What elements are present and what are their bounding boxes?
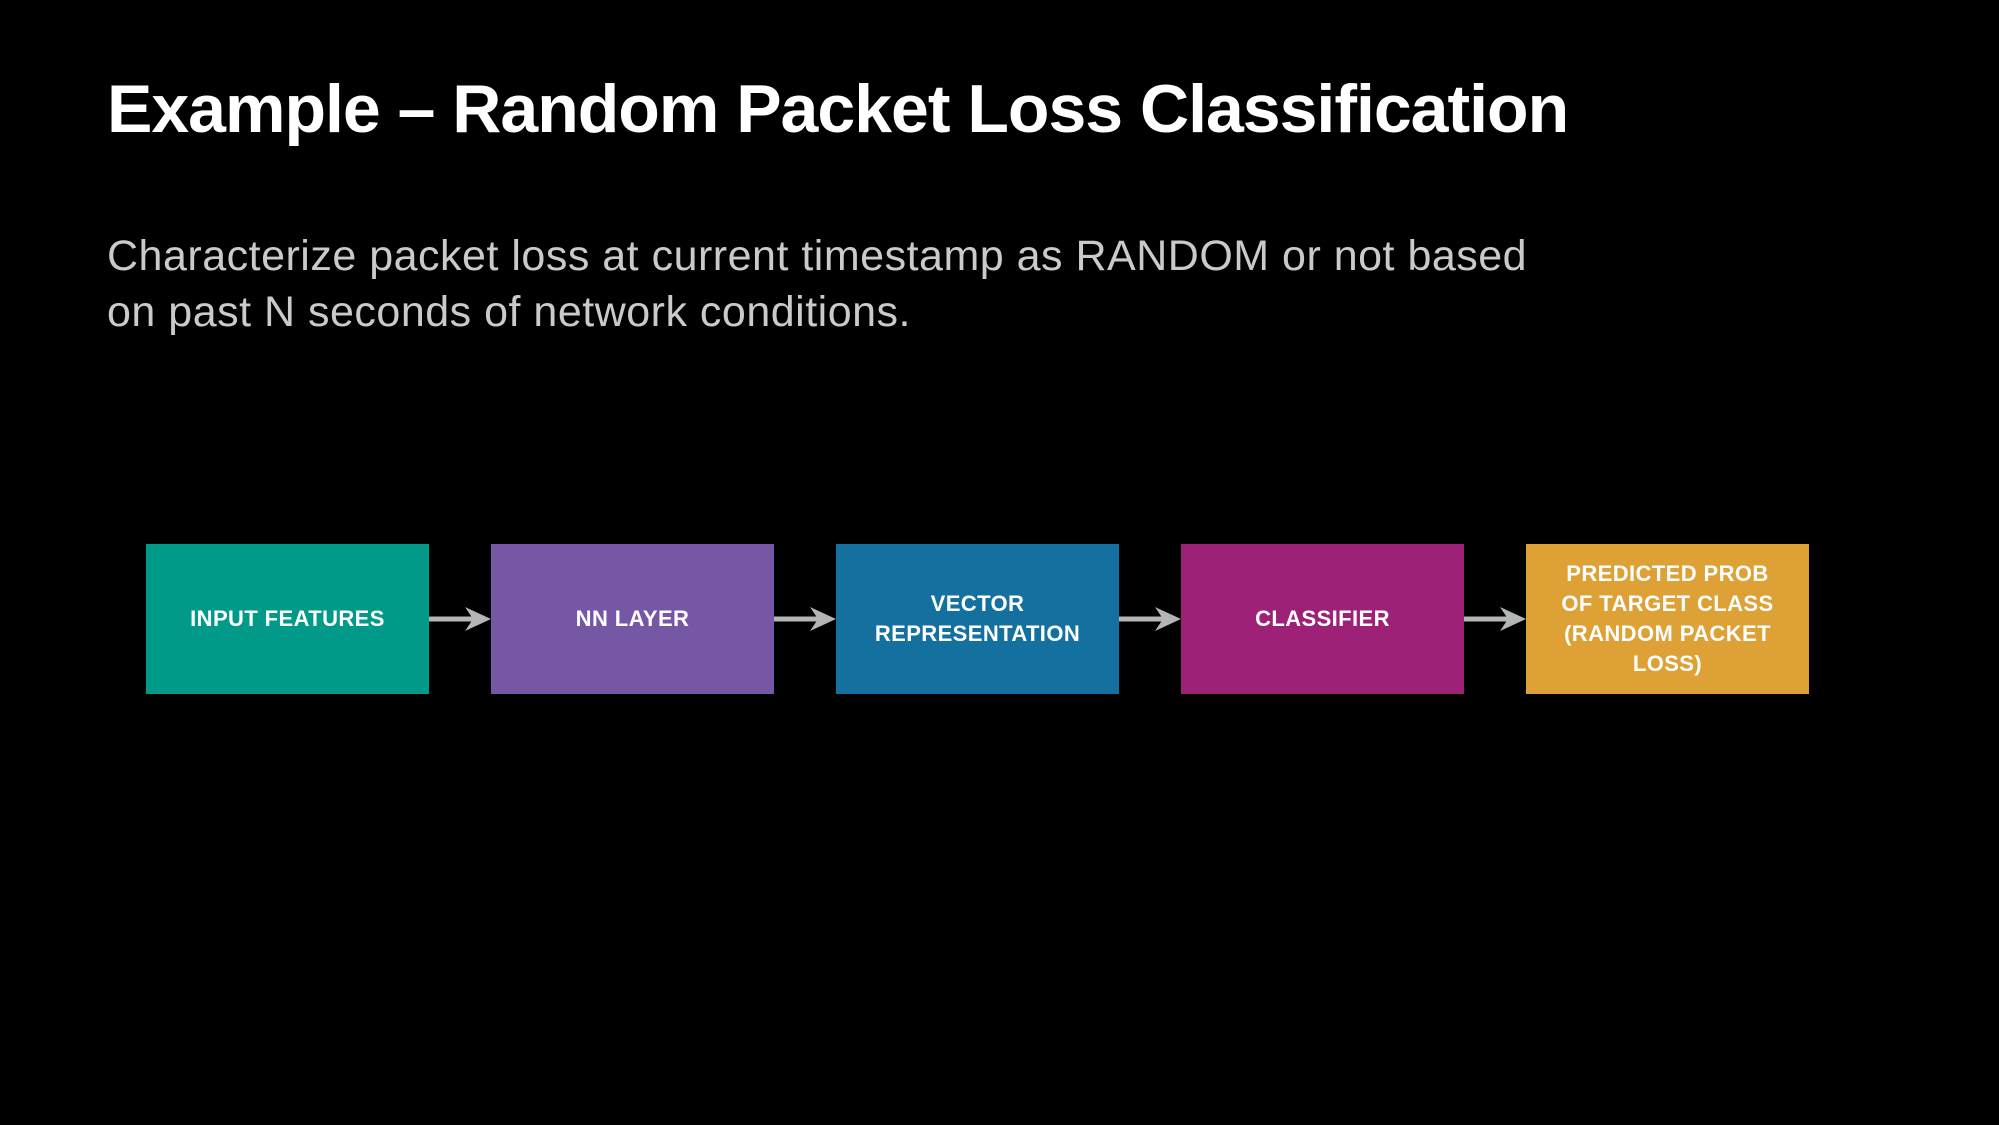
slide-subtitle: Characterize packet loss at current time… [107,232,1528,336]
flow-box-predicted-prob: PREDICTED PROB OF TARGET CLASS (RANDOM P… [1526,544,1809,694]
arrow-right-icon [1119,603,1181,635]
flow-box-vector-representation: VECTOR REPRESENTATION [836,544,1119,694]
arrow-right-icon [429,603,491,635]
flow-box-input-features: INPUT FEATURES [146,544,429,694]
arrow-right-icon [1464,603,1526,635]
flow-box-classifier: CLASSIFIER [1181,544,1464,694]
flow-diagram: INPUT FEATURES NN LAYER VECTOR REPRESENT… [146,544,1809,694]
page-title: Example – Random Packet Loss Classificat… [107,71,1569,147]
flow-box-nn-layer: NN LAYER [491,544,774,694]
arrow-right-icon [774,603,836,635]
